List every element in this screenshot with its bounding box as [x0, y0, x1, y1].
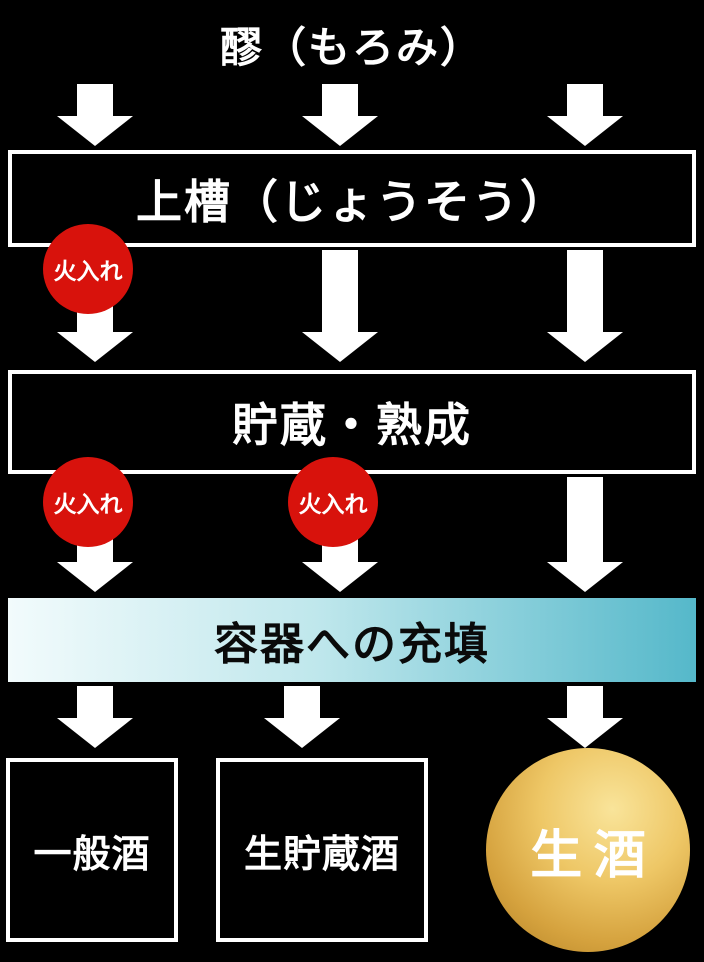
hiire-badge: 火入れ — [43, 457, 133, 547]
output-label: 生酒 — [530, 826, 658, 885]
down-arrow — [302, 250, 378, 362]
stage-label: 上槽（じょうそう） — [136, 175, 568, 228]
flow-title: 醪（もろみ） — [219, 24, 484, 71]
arrow-head — [547, 116, 623, 146]
arrow-head — [547, 562, 623, 592]
arrow-head — [547, 332, 623, 362]
arrow-head — [547, 718, 623, 748]
arrow-shaft — [567, 250, 603, 334]
arrow-head — [57, 718, 133, 748]
arrow-shaft — [77, 686, 113, 720]
arrow-shaft — [322, 84, 358, 118]
output-label: 一般酒 — [33, 833, 151, 876]
output-box-namachozo: 生貯蔵酒 — [216, 758, 428, 942]
down-arrow — [547, 84, 623, 146]
hiire-badge-label: 火入れ — [53, 258, 123, 284]
down-arrow — [547, 250, 623, 362]
arrow-shaft — [77, 84, 113, 118]
stage-box-joso: 上槽（じょうそう） — [8, 150, 696, 247]
arrow-head — [57, 332, 133, 362]
arrow-head — [57, 562, 133, 592]
stage-label: 容器への充填 — [214, 620, 490, 669]
arrow-shaft — [322, 250, 358, 334]
arrow-head — [57, 116, 133, 146]
namazake-circle: 生酒 — [486, 748, 690, 952]
filling-band: 容器への充填 — [8, 598, 696, 682]
hiire-badge-label: 火入れ — [53, 491, 123, 517]
down-arrow — [57, 84, 133, 146]
down-arrow — [302, 84, 378, 146]
output-box-ippanshu: 一般酒 — [6, 758, 178, 942]
hiire-badge-label: 火入れ — [298, 491, 368, 517]
arrow-head — [302, 332, 378, 362]
arrow-shaft — [567, 477, 603, 564]
hiire-badge: 火入れ — [43, 224, 133, 314]
hiire-badge: 火入れ — [288, 457, 378, 547]
down-arrow — [57, 686, 133, 748]
down-arrow — [264, 686, 340, 748]
arrow-shaft — [284, 686, 320, 720]
arrow-shaft — [567, 686, 603, 720]
arrow-head — [302, 116, 378, 146]
arrow-head — [302, 562, 378, 592]
stage-box-storage: 貯蔵・熟成 — [8, 370, 696, 474]
arrow-head — [264, 718, 340, 748]
arrow-shaft — [567, 84, 603, 118]
output-label: 生貯蔵酒 — [243, 833, 400, 876]
down-arrow — [547, 686, 623, 748]
down-arrow — [547, 477, 623, 592]
stage-label: 貯蔵・熟成 — [232, 399, 472, 451]
